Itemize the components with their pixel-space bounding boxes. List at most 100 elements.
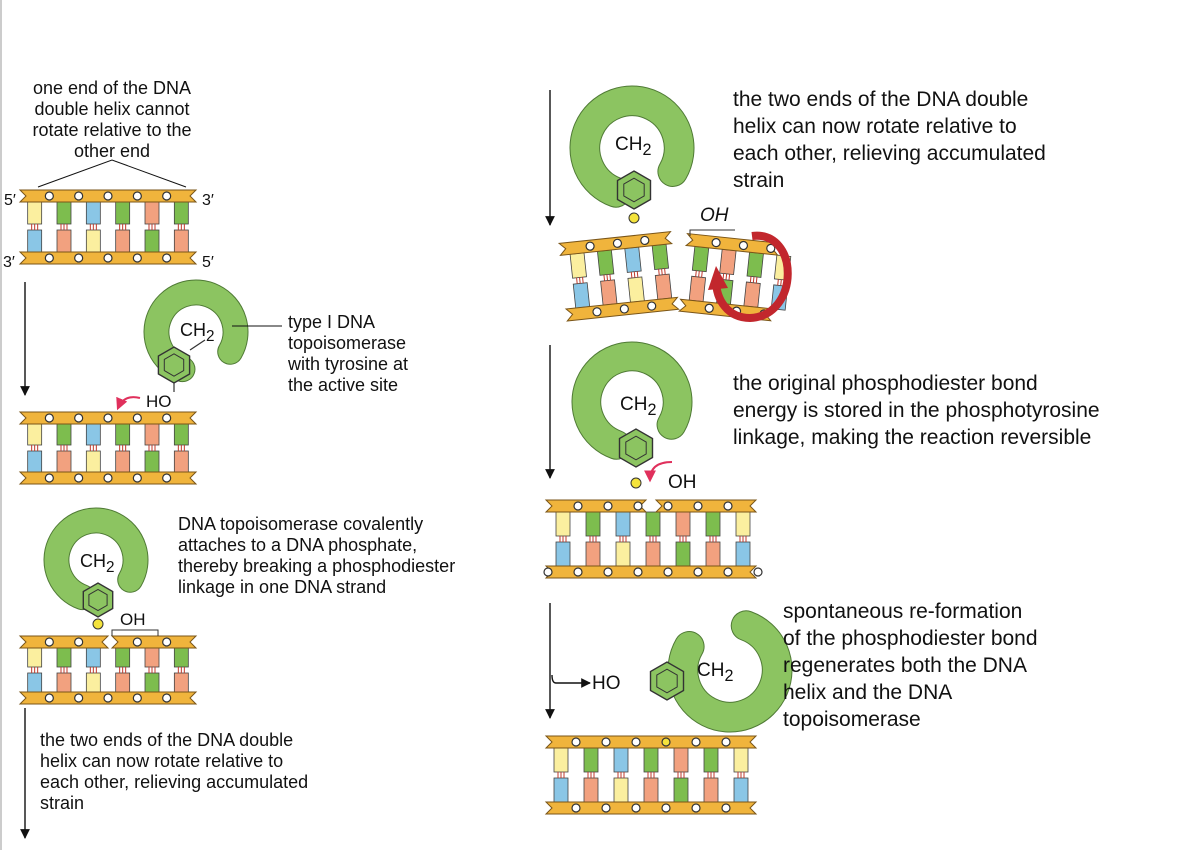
hydrogen-bond xyxy=(755,277,758,284)
hydrogen-bond xyxy=(725,273,728,280)
base-top xyxy=(173,201,189,225)
base-top xyxy=(703,747,719,773)
tyrosine-ring-icon xyxy=(616,170,652,210)
hydrogen-bond xyxy=(576,277,578,284)
base-top xyxy=(115,647,131,668)
rotation-arrow-icon xyxy=(712,231,792,323)
base-bottom xyxy=(56,450,72,473)
phosphotyrosine-link xyxy=(628,212,640,224)
base-top xyxy=(705,511,721,537)
phosphate xyxy=(103,413,113,423)
end-5-bottom: 5′ xyxy=(202,254,214,271)
base-top xyxy=(56,423,72,446)
hydrogen-bond xyxy=(722,273,725,280)
intro-bracket xyxy=(37,159,187,188)
oh-italic-label: OH xyxy=(700,205,729,226)
phosphate xyxy=(601,737,611,747)
rotation-arrow-head xyxy=(708,266,728,290)
phosphate xyxy=(162,637,172,647)
hydrogen-bond xyxy=(603,274,606,281)
phosphate xyxy=(74,253,84,263)
phosphate xyxy=(573,567,583,577)
phosphate xyxy=(132,693,142,703)
phosphate xyxy=(693,567,703,577)
hydrogen-bond xyxy=(749,276,752,283)
hydrogen-bond xyxy=(701,271,703,278)
phosphate xyxy=(601,803,611,813)
phosphate xyxy=(691,737,701,747)
base-top xyxy=(27,647,43,668)
base-top xyxy=(733,747,749,773)
base-bottom xyxy=(705,541,721,567)
hydrogen-bond xyxy=(661,268,663,275)
phosphate xyxy=(162,413,172,423)
phosphate xyxy=(631,803,641,813)
base-bottom xyxy=(673,777,689,803)
base-top xyxy=(56,647,72,668)
phosphate xyxy=(647,301,657,311)
hydrogen-bond xyxy=(606,274,609,281)
base-top xyxy=(569,252,587,279)
base-top xyxy=(85,423,101,446)
base-top xyxy=(583,747,599,773)
phosphate xyxy=(74,473,84,483)
base-top xyxy=(719,248,737,276)
phosphate xyxy=(132,191,142,201)
phosphate xyxy=(704,303,714,313)
phosphate xyxy=(721,737,731,747)
ch2-label: CH2 xyxy=(615,134,651,159)
break-bracket xyxy=(689,229,735,236)
base-bottom xyxy=(553,777,569,803)
phosphate xyxy=(573,501,583,511)
hydrogen-bond xyxy=(780,279,782,286)
hydrogen-bond xyxy=(664,268,666,275)
hydrogen-bond xyxy=(695,270,697,277)
base-top xyxy=(615,511,631,537)
phosphate xyxy=(162,253,172,263)
hydrogen-bond xyxy=(633,271,636,278)
hydrogen-bond xyxy=(752,276,755,283)
base-bottom xyxy=(173,229,189,253)
end-5-top: 5′ xyxy=(4,192,16,209)
base-top xyxy=(673,747,689,773)
base-top xyxy=(624,246,642,273)
base-bottom xyxy=(115,229,131,253)
base-top xyxy=(651,243,670,270)
phosphate xyxy=(162,693,172,703)
end-3-bottom: 3′ xyxy=(3,254,15,271)
ch2-bond xyxy=(189,339,206,351)
phosphate xyxy=(571,737,581,747)
base-top xyxy=(56,201,72,225)
base-top xyxy=(173,647,189,668)
dna-approach xyxy=(18,411,198,485)
base-top xyxy=(553,747,569,773)
tyrosine-ring-icon xyxy=(82,582,114,618)
base-bottom xyxy=(572,282,591,309)
base-bottom xyxy=(627,276,645,303)
phosphate xyxy=(663,567,673,577)
break-bracket xyxy=(111,629,159,636)
base-bottom xyxy=(144,229,160,253)
base-bottom xyxy=(733,777,749,803)
base-bottom xyxy=(85,229,101,253)
base-bottom xyxy=(115,672,131,693)
phosphate xyxy=(74,693,84,703)
base-bottom xyxy=(615,541,631,567)
dna-resealing xyxy=(543,499,763,579)
phosphate xyxy=(74,191,84,201)
phosphate xyxy=(766,243,776,253)
backbone-strand xyxy=(544,499,648,513)
phosphate xyxy=(44,637,54,647)
phosphate xyxy=(44,693,54,703)
phosphate xyxy=(585,241,595,251)
base-top xyxy=(85,201,101,225)
phosphate xyxy=(162,473,172,483)
base-bottom xyxy=(675,541,691,567)
base-bottom xyxy=(27,450,43,473)
backbone-strand xyxy=(18,635,110,649)
base-top xyxy=(735,511,751,537)
